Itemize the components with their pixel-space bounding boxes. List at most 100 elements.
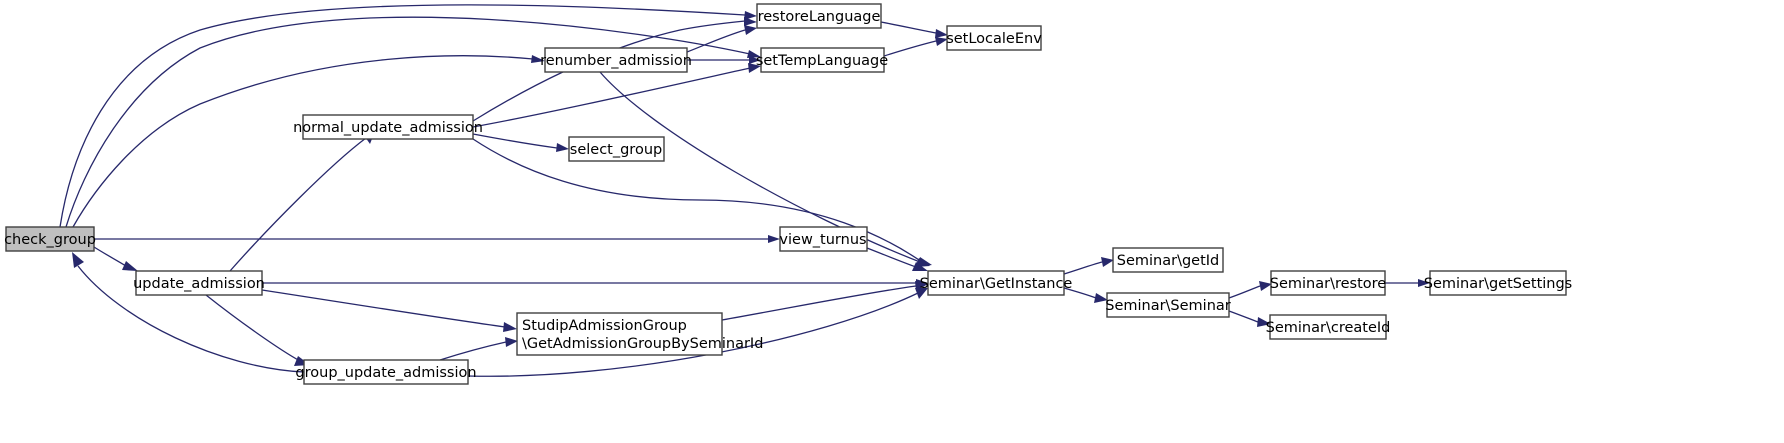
node-view_turnus[interactable]: view_turnus (779, 226, 868, 252)
edges-layer (59, 4, 1430, 377)
node-box-setTempLanguage[interactable] (760, 47, 885, 73)
edge-check_group-setTempLanguage (65, 16, 751, 228)
node-seminar-getsettings[interactable]: Seminar\getSettings (1424, 270, 1572, 296)
edge-setTempLanguage-setLocaleEnv (883, 40, 937, 57)
node-seminar-getinstance[interactable]: Seminar\GetInstance (920, 270, 1073, 296)
nodes-layer: check_group update_admission group_updat… (4, 3, 1572, 385)
node-box-renumber_admission[interactable] (544, 47, 688, 73)
node-label-seminar-createid: Seminar\createId (1266, 320, 1391, 336)
edge-getinstance-seminar (1063, 287, 1097, 299)
node-check_group[interactable]: check_group (4, 226, 96, 252)
edge-update_admission-group_update (205, 294, 301, 362)
edge-normal_update-restoreLanguage (472, 20, 746, 122)
node-restoreLanguage[interactable]: restoreLanguage (756, 3, 882, 29)
node-box-select_group[interactable] (568, 136, 665, 162)
node-select_group[interactable]: select_group (568, 136, 665, 162)
node-box-group_update_admission[interactable] (303, 359, 469, 385)
node-label-group_update_admission: group_update_admission (295, 365, 476, 381)
node-box-seminar-getinstance[interactable] (927, 270, 1065, 296)
edge-normal_update-getinstance (472, 138, 923, 263)
arrowhead-view_turnus-getinstance (912, 262, 928, 271)
edge-renumber-getinstance (599, 71, 921, 263)
arrowhead-group_update-studip (505, 337, 518, 347)
node-box-normal_update_admission[interactable] (302, 114, 474, 140)
node-label-seminar-getinstance: Seminar\GetInstance (920, 276, 1073, 292)
arrowhead-restoreLanguage-setLocaleEnv (935, 29, 948, 38)
node-label-seminar-getsettings: Seminar\getSettings (1424, 276, 1572, 292)
edge-getinstance-getid (1063, 261, 1103, 275)
arrowhead-getinstance-seminar (1094, 293, 1108, 303)
node-label-restoreLanguage: restoreLanguage (758, 9, 881, 25)
node-label-seminar-restore: Seminar\restore (1270, 276, 1387, 292)
arrowhead-renumber-restoreLanguage (744, 25, 757, 35)
arrowhead-normal_update-setTempLanguage (748, 63, 761, 73)
edge-check_group-restoreLanguage (59, 4, 746, 228)
node-studip-admission-group[interactable]: StudipAdmissionGroup \GetAdmissionGroupB… (516, 312, 763, 356)
arrowhead-check_group-update_admission (122, 261, 138, 271)
node-box-setLocaleEnv[interactable] (946, 25, 1042, 51)
edge-renumber-restoreLanguage (686, 29, 746, 53)
edge-seminar-restore (1228, 285, 1261, 299)
node-box-check_group[interactable] (5, 226, 95, 252)
node-label-seminar-getid: Seminar\getId (1117, 253, 1220, 269)
node-label-update_admission: update_admission (133, 276, 265, 292)
node-label-setTempLanguage: setTempLanguage (756, 53, 888, 69)
arrowhead-check_group-restoreLanguage (744, 11, 757, 20)
node-label-check_group: check_group (4, 232, 96, 248)
node-seminar-restore[interactable]: Seminar\restore (1270, 270, 1387, 296)
arrowhead-group_update-getinstance (915, 288, 928, 299)
node-box-seminar-getsettings[interactable] (1429, 270, 1567, 296)
node-label-setLocaleEnv: setLocaleEnv (946, 31, 1042, 47)
node-normal_update_admission[interactable]: normal_update_admission (293, 114, 483, 140)
node-setTempLanguage[interactable]: setTempLanguage (756, 47, 888, 73)
node-box-view_turnus[interactable] (779, 226, 868, 252)
node-label-normal_update_admission: normal_update_admission (293, 120, 483, 136)
node-seminar-getid[interactable]: Seminar\getId (1112, 247, 1224, 273)
edge-check_group-update_admission (93, 246, 127, 267)
arrowhead-getinstance-getid (1101, 257, 1114, 267)
arrowhead-restore-getsettings (1418, 279, 1430, 287)
arrowhead-check_group-setTempLanguage (747, 50, 761, 58)
node-seminar-createid[interactable]: Seminar\createId (1266, 314, 1391, 340)
arrowhead-normal_update-select_group (556, 143, 569, 152)
arrowhead-renumber-setTempLanguage (749, 56, 761, 64)
edge-restoreLanguage-setLocaleEnv (880, 21, 937, 34)
arrowhead-seminar-createid (1257, 317, 1271, 327)
node-box-seminar-getid[interactable] (1112, 247, 1224, 273)
node-box-seminar-createid[interactable] (1269, 314, 1387, 340)
node-seminar-seminar[interactable]: Seminar\Seminar (1105, 292, 1231, 318)
node-setLocaleEnv[interactable]: setLocaleEnv (946, 25, 1042, 51)
arrowhead-check_group-renumber_admission (531, 55, 545, 63)
node-label-select_group: select_group (570, 142, 662, 158)
arrowhead-seminar-restore (1259, 281, 1272, 291)
node-label-view_turnus: view_turnus (779, 232, 866, 248)
edge-update_admission-normal_update (229, 137, 367, 272)
edge-group_update-studip (439, 341, 507, 361)
arrowhead-studip-getinstance (915, 281, 928, 291)
arrowhead-normal_update-restoreLanguage (744, 17, 757, 26)
node-renumber_admission[interactable]: renumber_admission (540, 47, 692, 73)
node-box-seminar-seminar[interactable] (1106, 292, 1230, 318)
edge-check_group-renumber_admission (72, 55, 534, 228)
node-box-seminar-restore[interactable] (1270, 270, 1386, 296)
edge-view_turnus-getinstance (866, 247, 917, 268)
edge-group_update-check_group (77, 265, 305, 373)
arrowhead-update_admission-studip (503, 322, 517, 332)
arrowhead-group_update-check_group (72, 252, 84, 268)
node-label-studip-admission-group-line1: StudipAdmissionGroup (522, 318, 687, 334)
edge-update_admission-studip (261, 289, 506, 328)
arrowhead-setTempLanguage-setLocaleEnv (935, 37, 948, 46)
node-box-update_admission[interactable] (135, 270, 263, 296)
node-group_update_admission[interactable]: group_update_admission (295, 359, 477, 385)
edge-studip-getinstance (721, 285, 917, 321)
node-box-restoreLanguage[interactable] (756, 3, 882, 29)
node-box-studip-admission-group[interactable] (516, 312, 723, 356)
node-update_admission[interactable]: update_admission (133, 270, 265, 296)
node-label-studip-admission-group-line2: \GetAdmissionGroupBySeminarId (522, 336, 763, 352)
edge-normal_update-select_group (472, 133, 558, 149)
arrowhead-check_group-view_turnus (768, 235, 780, 243)
arrowhead-renumber-getinstance (917, 257, 932, 267)
node-label-renumber_admission: renumber_admission (540, 53, 692, 69)
